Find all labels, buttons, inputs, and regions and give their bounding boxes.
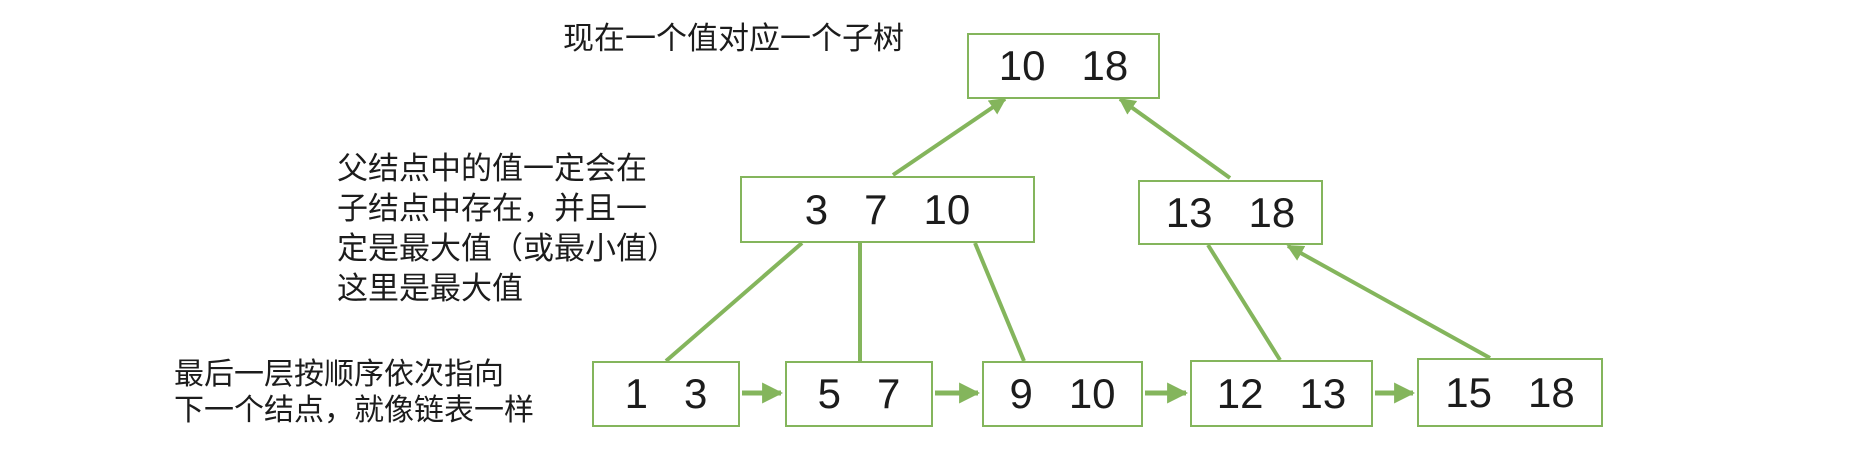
node-key: 10 — [1068, 370, 1116, 417]
annotation-line: 下一个结点，就像链表一样 — [174, 394, 534, 427]
node-key: 13 — [1299, 369, 1347, 417]
tree-node-leaf-9-10: 9 10 — [982, 361, 1143, 427]
annotation-root-note: 现在一个值对应一个子树 — [563, 20, 904, 58]
annotation-line: 现在一个值对应一个子树 — [563, 21, 904, 56]
node-key: 3 — [804, 185, 829, 233]
node-key: 18 — [1528, 368, 1575, 416]
node-key: 9 — [1009, 370, 1033, 417]
edge-internal-3-7-10-to-leaf-9-10 — [973, 242, 1026, 362]
annotation-internal-note: 父结点中的值一定会在子结点中存在，并且一定是最大值（或最小值） 这里是最大值 — [337, 149, 678, 309]
edge-internal-13-18-to-leaf-12-13 — [1206, 243, 1282, 362]
node-key: 5 — [817, 370, 841, 417]
edge-internal-3-7-10-to-root — [891, 97, 1007, 177]
node-key: 7 — [864, 185, 888, 233]
node-key: 10 — [998, 42, 1046, 89]
node-key: 18 — [1248, 188, 1296, 236]
node-key: 10 — [923, 185, 971, 233]
annotation-line: 最后一层按顺序依次指向 — [174, 358, 504, 391]
node-key: 1 — [624, 370, 648, 417]
annotation-line: 这里是最大值 — [337, 271, 523, 306]
node-key: 3 — [684, 370, 708, 417]
tree-node-internal-13-18: 13 18 — [1138, 180, 1323, 245]
edge-leaf-15-18-to-internal-13-18 — [1286, 244, 1491, 360]
node-key: 15 — [1445, 368, 1492, 416]
annotation-leaf-note: 最后一层按顺序依次指向下一个结点，就像链表一样 — [174, 357, 534, 429]
tree-node-root: 10 18 — [967, 33, 1160, 99]
annotation-line: 父结点中的值一定会在 — [337, 151, 647, 186]
node-key: 18 — [1081, 42, 1129, 89]
annotation-line: 定是最大值（或最小值） — [337, 231, 678, 266]
node-key: 7 — [877, 370, 901, 417]
node-key: 12 — [1216, 369, 1264, 417]
node-key: 13 — [1165, 188, 1213, 236]
edge-internal-13-18-to-root — [1118, 97, 1232, 180]
tree-node-leaf-12-13: 12 13 — [1190, 360, 1373, 427]
annotation-line: 子结点中存在，并且一 — [337, 191, 647, 226]
edge-internal-3-7-10-to-leaf-1-3 — [664, 241, 804, 363]
